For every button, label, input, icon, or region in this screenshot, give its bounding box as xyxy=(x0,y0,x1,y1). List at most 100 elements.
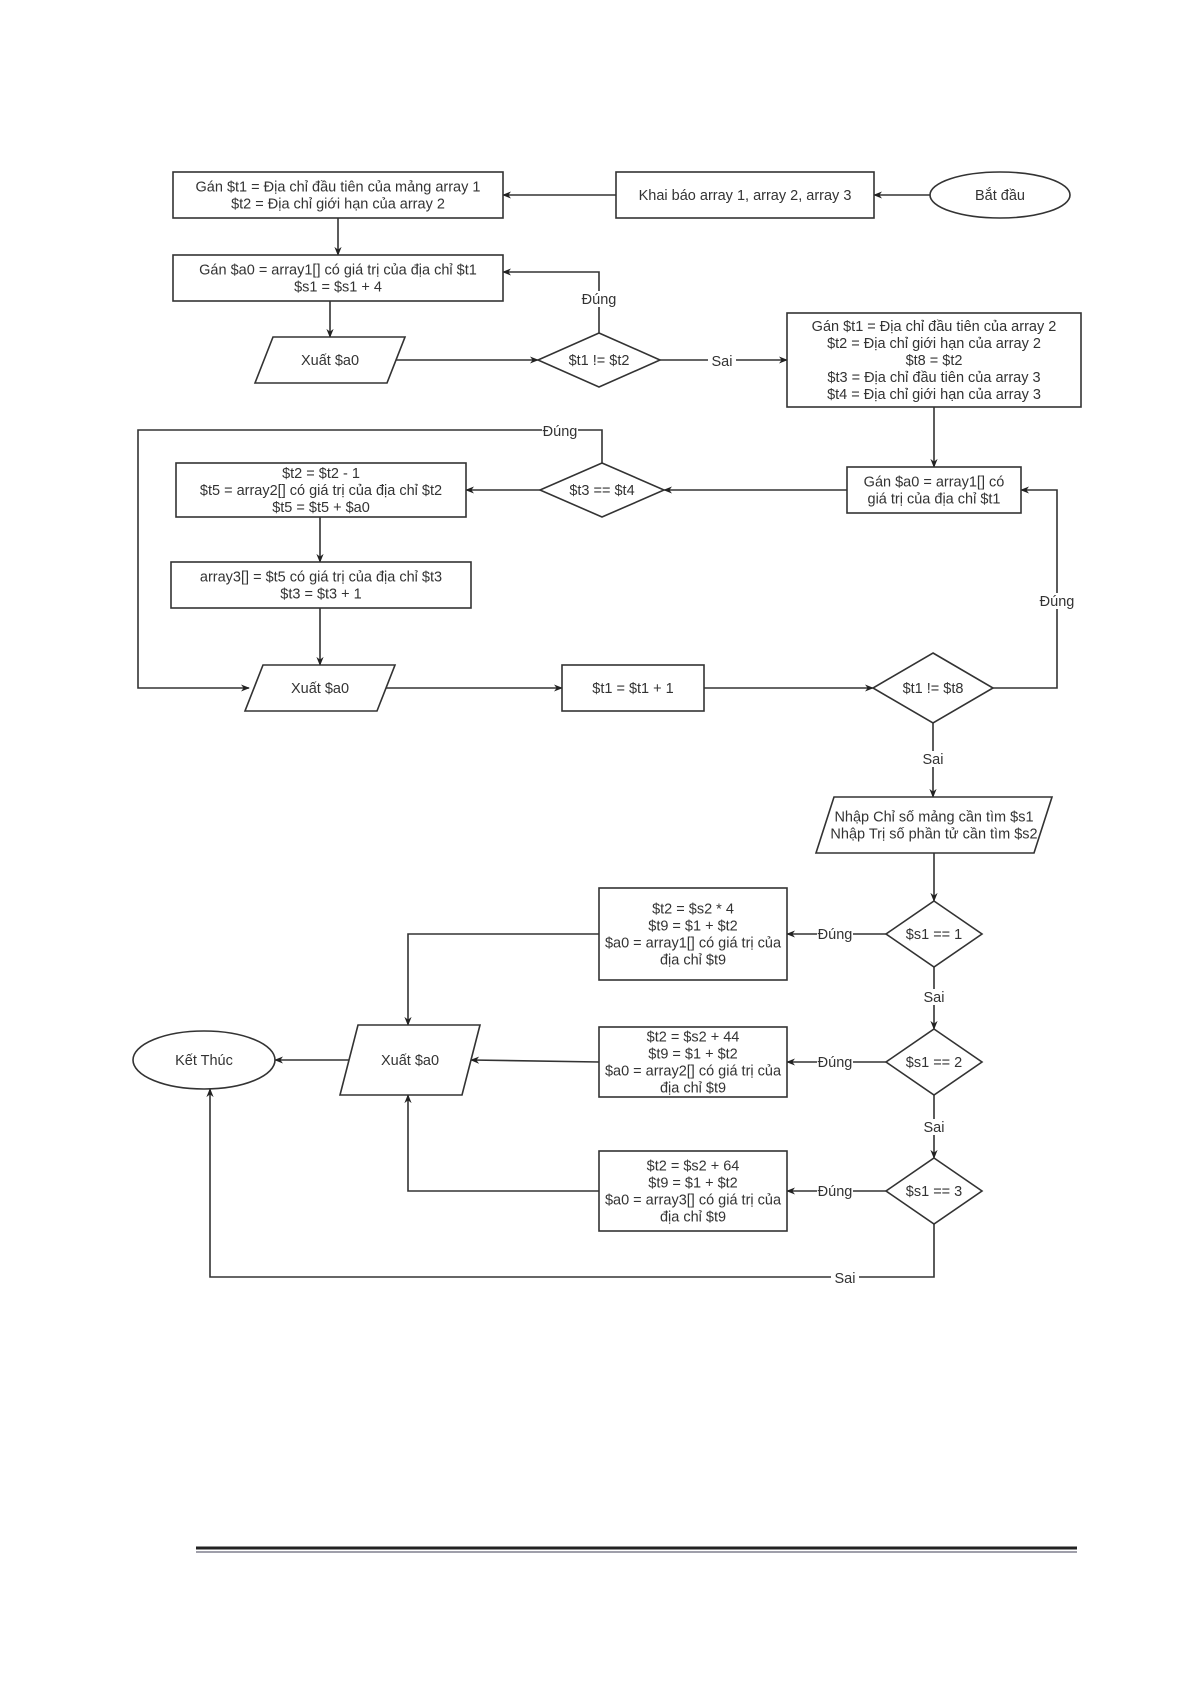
svg-text:Đúng: Đúng xyxy=(1040,594,1075,610)
node-assign2: Gán $t1 = Địa chỉ đầu tiên của array 2$t… xyxy=(786,312,1082,408)
node-text-line: $t1 = $t1 + 1 xyxy=(592,681,673,697)
edge-cond6-end-no xyxy=(206,1088,935,1278)
node-start: Bắt đầu xyxy=(929,171,1071,219)
terminator-ellipse xyxy=(132,1030,276,1090)
node-text-line: $t1 != $t2 xyxy=(569,353,630,369)
svg-text:Đúng: Đúng xyxy=(818,1184,853,1200)
svg-text:Đúng: Đúng xyxy=(582,292,617,308)
svg-text:Sai: Sai xyxy=(835,1271,856,1287)
node-cond3: $t1 != $t8 xyxy=(871,652,995,724)
node-load1: Gán $a0 = array1[] có giá trị của địa ch… xyxy=(172,254,504,302)
edge-label-yes: Đúng xyxy=(1039,593,1075,610)
node-text-line: $s1 = $s1 + 4 xyxy=(294,280,382,296)
process-box xyxy=(561,664,705,712)
edges-layer xyxy=(137,191,1058,1278)
edge-label-no: Sai xyxy=(920,1119,948,1136)
edge-label-yes: Đúng xyxy=(817,926,853,943)
edge-cond3-load2-yes xyxy=(993,486,1058,689)
node-cond2: $t3 == $t4 xyxy=(537,462,667,518)
node-text-line: Gán $a0 = array1[] có giá trị của địa ch… xyxy=(199,263,477,279)
edge-label-yes: Đúng xyxy=(581,291,617,308)
process-box xyxy=(598,1150,788,1232)
node-text-line: $t2 = $s2 * 4 xyxy=(652,902,734,918)
node-calcC: $t2 = $s2 + 64$t9 = $1 + $t2$a0 = array3… xyxy=(598,1150,788,1232)
node-text-line: $t9 = $1 + $t2 xyxy=(648,919,738,935)
node-text-line: $a0 = array3[] có giá trị của xyxy=(605,1193,782,1209)
node-text-line: Bắt đầu xyxy=(975,187,1025,204)
node-text-line: $t5 = $t5 + $a0 xyxy=(272,500,370,516)
svg-text:Đúng: Đúng xyxy=(543,424,578,440)
svg-text:Đúng: Đúng xyxy=(818,927,853,943)
node-text-line: $t2 = $t2 - 1 xyxy=(282,466,360,482)
node-text-line: $a0 = array1[] có giá trị của xyxy=(605,936,782,952)
process-box xyxy=(615,171,875,219)
node-text-line: $a0 = array2[] có giá trị của xyxy=(605,1064,782,1080)
node-cond1: $t1 != $t2 xyxy=(536,332,662,388)
node-text-line: giá trị của địa chỉ $t1 xyxy=(868,492,1001,508)
svg-text:Sai: Sai xyxy=(923,752,944,768)
node-text-line: $t9 = $1 + $t2 xyxy=(648,1176,738,1192)
node-text-line: $t1 != $t8 xyxy=(903,681,964,697)
decision-diamond xyxy=(884,900,984,968)
node-text-line: địa chỉ $t9 xyxy=(660,1081,726,1097)
node-text-line: Nhập Trị số phần tử cần tìm $s2 xyxy=(830,827,1037,843)
node-text-line: địa chỉ $t9 xyxy=(660,953,726,969)
svg-text:Sai: Sai xyxy=(712,354,733,370)
node-text-line: Gán $t1 = Địa chỉ đầu tiên của array 2 xyxy=(812,319,1057,335)
node-text-line: $t8 = $t2 xyxy=(906,353,963,369)
node-text-line: Gán $t1 = Địa chỉ đầu tiên của mảng arra… xyxy=(196,180,481,196)
node-text-line: $t3 == $t4 xyxy=(569,483,634,499)
edge-cond1-load1-yes xyxy=(502,268,600,333)
node-text-line: địa chỉ $t9 xyxy=(660,1210,726,1226)
decision-diamond xyxy=(884,1028,984,1096)
node-assign1: Gán $t1 = Địa chỉ đầu tiên của mảng arra… xyxy=(172,171,504,219)
node-print1: Xuất $a0 xyxy=(253,336,407,384)
io-parallelogram xyxy=(338,1024,482,1096)
node-calc1: $t2 = $t2 - 1$t5 = array2[] có giá trị c… xyxy=(175,462,467,518)
node-print2: Xuất $a0 xyxy=(243,664,397,712)
node-calcA: $t2 = $s2 * 4$t9 = $1 + $t2$a0 = array1[… xyxy=(598,887,788,981)
node-cond6: $s1 == 3 xyxy=(884,1157,984,1225)
node-text-line: $t9 = $1 + $t2 xyxy=(648,1047,738,1063)
edge-calcB-print3 xyxy=(470,1056,600,1064)
edge-label-yes: Đúng xyxy=(542,423,578,440)
node-text-line: Xuất $a0 xyxy=(301,353,359,369)
io-parallelogram xyxy=(253,336,407,384)
node-text-line: Nhập Chỉ số mảng cần tìm $s1 xyxy=(834,810,1033,826)
nodes-layer: Bắt đầu Khai báo array 1, array 2, array … xyxy=(132,171,1082,1232)
decision-diamond xyxy=(871,652,995,724)
node-cond4: $s1 == 1 xyxy=(884,900,984,968)
svg-text:Sai: Sai xyxy=(924,990,945,1006)
svg-text:Sai: Sai xyxy=(924,1120,945,1136)
edge-cond2-print2-yes xyxy=(137,429,603,692)
node-text-line: $t4 = Địa chỉ giới hạn của array 3 xyxy=(827,387,1041,403)
edge-label-no: Sai xyxy=(831,1270,859,1287)
edge-label-no: Sai xyxy=(708,353,736,370)
edge-label-yes: Đúng xyxy=(817,1183,853,1200)
node-text-line: $s1 == 2 xyxy=(906,1055,962,1071)
process-box xyxy=(172,254,504,302)
node-text-line: Kết Thúc xyxy=(175,1053,233,1069)
process-box xyxy=(172,171,504,219)
process-box xyxy=(786,312,1082,408)
node-declare: Khai báo array 1, array 2, array 3 xyxy=(615,171,875,219)
node-text-line: $t2 = Địa chỉ giới hạn của array 2 xyxy=(827,336,1041,352)
process-box xyxy=(598,1026,788,1098)
node-text-line: $s1 == 3 xyxy=(906,1184,962,1200)
edge-label-no: Sai xyxy=(920,989,948,1006)
terminator-ellipse xyxy=(929,171,1071,219)
decision-diamond xyxy=(884,1157,984,1225)
node-end: Kết Thúc xyxy=(132,1030,276,1090)
node-store3: array3[] = $t5 có giá trị của địa chỉ $t… xyxy=(170,561,472,609)
decision-diamond xyxy=(537,462,667,518)
node-cond5: $s1 == 2 xyxy=(884,1028,984,1096)
svg-text:Đúng: Đúng xyxy=(818,1055,853,1071)
edge-calcC-print3 xyxy=(404,1094,599,1192)
node-text-line: $t2 = $s2 + 64 xyxy=(647,1159,740,1175)
process-box xyxy=(598,887,788,981)
io-parallelogram xyxy=(243,664,397,712)
